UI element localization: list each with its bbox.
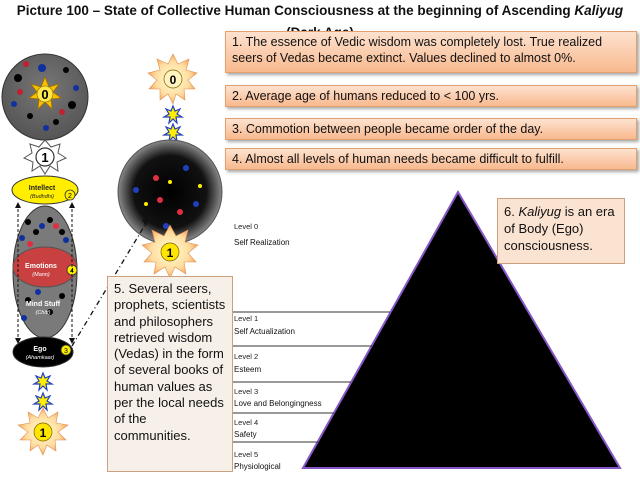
note-3: 3. Commotion between people became order… [225,118,637,140]
level-5-number: Level 5 [234,450,259,459]
svg-text:2: 2 [68,193,72,200]
svg-text:3: 3 [64,348,68,355]
svg-text:1: 1 [40,426,47,440]
level-3-number: Level 3 [234,387,259,396]
level-4-number: Level 4 [234,418,259,427]
note-1: 1. The essence of Vedic wisdom was compl… [225,31,637,73]
svg-text:(Mann): (Mann) [32,272,50,278]
note-4: 4. Almost all levels of human needs beca… [225,148,637,170]
svg-text:Mind Stuff: Mind Stuff [26,301,61,308]
note-6: 6. Kaliyug is an era of Body (Ego) consc… [497,198,625,264]
level-2-number: Level 2 [234,352,259,361]
svg-text:(Chitt): (Chitt) [36,310,51,316]
svg-text:1: 1 [167,246,174,260]
needs-pyramid [233,189,622,469]
level-1-number: Level 1 [234,314,259,323]
level-4-name: Safety [234,430,257,439]
level-5-name: Physiological [234,462,281,471]
small-star-icon [161,122,185,143]
small-star-icon [161,104,185,125]
small-star-icon [31,371,55,392]
svg-text:Intellect: Intellect [29,185,56,192]
level-0-name: Self Realization [234,238,290,247]
intellect-ellipse [11,175,79,205]
small-star-icon [31,391,55,412]
level-1-name: Self Actualization [234,327,295,336]
svg-text:(Budhdhi): (Budhdhi) [30,194,54,200]
level-3-name: Love and Belongingness [234,399,322,408]
ego-ellipse [12,336,74,368]
svg-text:0: 0 [170,73,177,87]
svg-text:0: 0 [41,87,48,102]
level-0-number: Level 0 [234,222,259,231]
svg-text:Ego: Ego [33,346,46,353]
svg-text:(Ahamkaar): (Ahamkaar) [26,355,55,361]
svg-text:Emotions: Emotions [25,263,57,270]
level-2-name: Esteem [234,365,262,374]
note-5: 5. Several seers, prophets, scientists a… [107,276,233,472]
note-2: 2. Average age of humans reduced to < 10… [225,85,637,107]
svg-text:1: 1 [41,150,48,165]
emotions-ellipse [12,246,78,288]
